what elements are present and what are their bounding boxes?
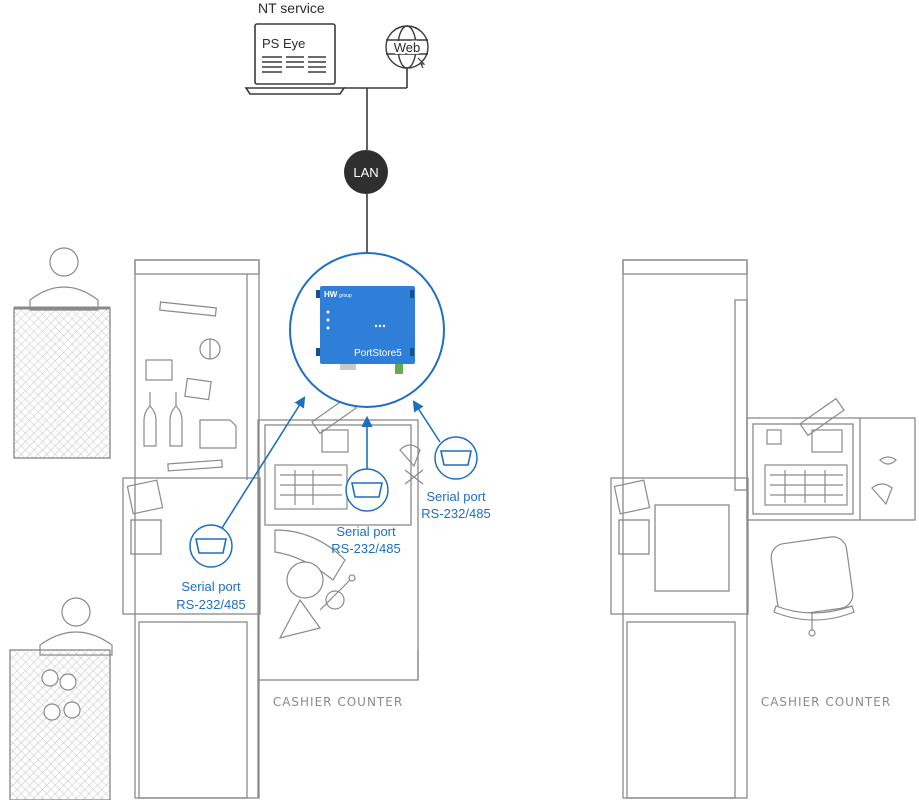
counter-label-left: CASHIER COUNTER — [273, 695, 403, 709]
right-counter-structure — [610, 259, 916, 799]
serial-port-icon-3 — [434, 436, 478, 480]
lan-hub-icon — [344, 150, 388, 194]
device-name: PortStore5 — [354, 348, 402, 359]
serial-port-2-line2: RS-232/485 — [331, 541, 400, 556]
customer-bottom — [9, 597, 113, 800]
serial-port-1-line2: RS-232/485 — [176, 597, 245, 612]
serial-port-2-line1: Serial port — [336, 524, 396, 539]
counter-label-right: CASHIER COUNTER — [761, 695, 891, 709]
serial-arrows — [221, 396, 441, 529]
customer-top — [13, 247, 111, 459]
shelf-items — [126, 301, 237, 515]
lan-label: LAN — [353, 165, 378, 180]
right-cash-register — [613, 397, 897, 515]
network-lines — [344, 68, 408, 253]
web-label: Web — [394, 40, 421, 55]
serial-port-1-line1: Serial port — [181, 579, 241, 594]
right-chair — [770, 536, 855, 637]
serial-port-icon-2 — [345, 468, 389, 512]
serial-port-3-line1: Serial port — [426, 489, 486, 504]
nt-service-label: NT service — [258, 0, 325, 16]
serial-port-icon-1 — [189, 524, 233, 568]
cashier-figure — [274, 529, 356, 639]
device-brand-subtext: group — [339, 293, 352, 299]
serial-port-3-line2: RS-232/485 — [421, 506, 490, 521]
device-brand-text: HW — [324, 290, 338, 299]
laptop-icon — [244, 23, 346, 95]
laptop-screen-text: PS Eye — [262, 36, 305, 51]
portstore-device — [289, 252, 445, 408]
